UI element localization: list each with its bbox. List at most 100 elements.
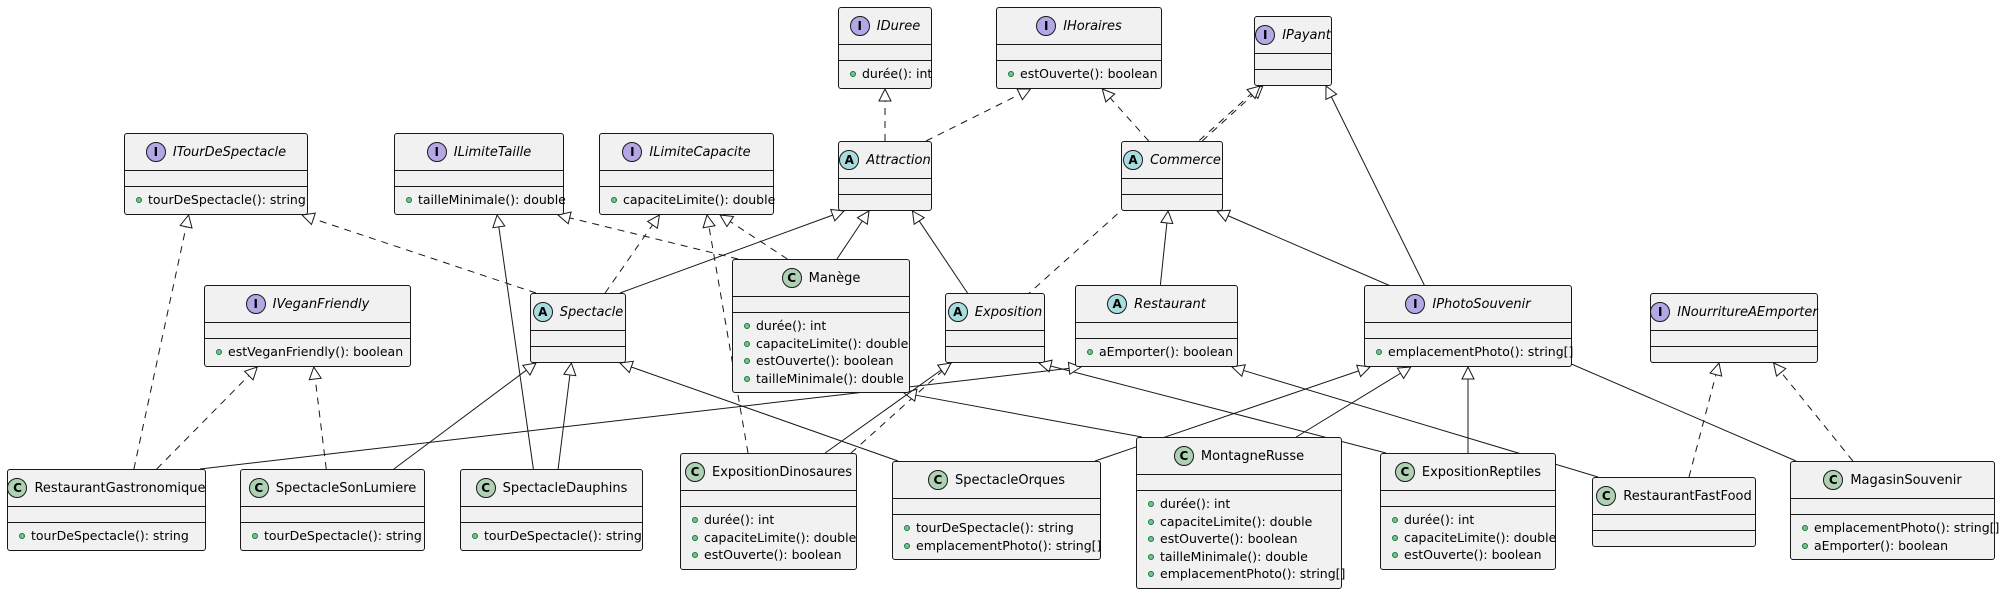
method-row: capaciteLimite(): double [733,335,909,353]
hollow-arrowhead-icon [300,212,317,226]
methods-section [839,195,931,210]
box-title: Attraction [866,152,931,168]
box-separator [733,312,909,313]
generalization-edge [1295,372,1401,438]
box-separator [1651,346,1817,347]
realization-edge [156,375,250,470]
fields-section [1791,499,1994,514]
box-separator [1791,514,1994,515]
box-title: RestaurantFastFood [1623,488,1752,504]
fields-section [681,491,856,506]
public-visibility-icon [1392,534,1398,541]
public-visibility-icon [252,533,258,539]
box-title: SpectacleDauphins [502,480,628,496]
public-visibility-icon [1376,349,1382,355]
class-badge-icon: C [1173,446,1194,466]
box-separator [839,60,931,61]
methods-section [1255,70,1331,85]
hollow-arrowhead-icon [492,213,506,229]
method-row: tourDeSpectacle(): string [8,527,205,545]
box-title: Commerce [1150,152,1221,168]
method-row: tailleMinimale(): double [395,191,566,209]
generalization-edge [836,220,863,260]
box-title: IPhotoSouvenir [1432,296,1531,312]
box-separator [1365,338,1571,339]
hollow-arrowhead-icon [563,361,577,377]
box-separator [1381,506,1555,507]
box-title: IDuree [876,18,921,34]
public-visibility-icon [472,533,478,539]
class-badge-icon: C [781,268,802,288]
method-row: capaciteLimite(): double [1137,513,1341,531]
fields-section [125,171,307,186]
method-row: estOuverte(): boolean [733,352,909,370]
box-title: ExpositionReptiles [1421,464,1542,480]
box-separator [893,498,1100,499]
box-separator [1122,178,1222,179]
class-badge-icon: C [248,478,269,498]
fields-section [1651,331,1817,346]
method-row: estOuverte(): boolean [1381,546,1555,564]
public-visibility-icon [1087,349,1093,355]
method-row: aEmporter(): boolean [1791,537,1994,555]
method-row: durée(): int [1137,495,1341,513]
hollow-arrowhead-icon [1396,366,1412,380]
box-title: Exposition [974,304,1043,320]
hollow-arrowhead-icon [936,362,952,376]
box-title: MontagneRusse [1200,448,1305,464]
box-separator [1137,474,1341,475]
box-header: I IDuree [839,8,931,44]
hollow-arrowhead-icon [1772,362,1787,377]
method-signature: estOuverte(): boolean [1020,66,1158,81]
generalization-edge [498,226,534,470]
public-visibility-icon [904,525,910,531]
box-separator [241,506,424,507]
methods-section [946,347,1044,362]
box-separator [1137,490,1341,491]
hollow-arrowhead-icon [179,213,193,229]
class-badge-icon: C [475,478,496,498]
method-signature: emplacementPhoto(): string[] [1160,566,1346,581]
hollow-arrowhead-icon [1709,361,1723,377]
box-separator [1593,530,1755,531]
box-title: ILimiteCapacite [649,144,751,160]
box-separator [461,506,642,507]
methods-section: emplacementPhoto(): string[] [1365,339,1574,366]
hollow-arrowhead-icon [308,365,323,381]
methods-section: estOuverte(): boolean [997,61,1161,88]
realization-edge [1109,97,1150,142]
class-badge-icon: C [7,478,28,498]
realization-edge [133,226,187,470]
method-signature: emplacementPhoto(): string[] [1814,520,2000,535]
hollow-arrowhead-icon [1101,88,1116,103]
interface-badge-icon: I [849,16,870,36]
hollow-arrowhead-icon [646,214,661,230]
fields-section [1365,323,1571,338]
box-separator [1381,490,1555,491]
method-signature: capaciteLimite(): double [704,529,857,545]
box-separator [1255,69,1331,70]
method-row: tourDeSpectacle(): string [125,191,307,209]
method-signature: tourDeSpectacle(): string [31,528,189,543]
box-title: Manège [808,270,861,286]
hollow-arrowhead-icon [1325,85,1338,101]
method-signature: emplacementPhoto(): string[] [1388,344,1574,359]
public-visibility-icon [1392,552,1398,558]
method-row: durée(): int [733,317,909,335]
